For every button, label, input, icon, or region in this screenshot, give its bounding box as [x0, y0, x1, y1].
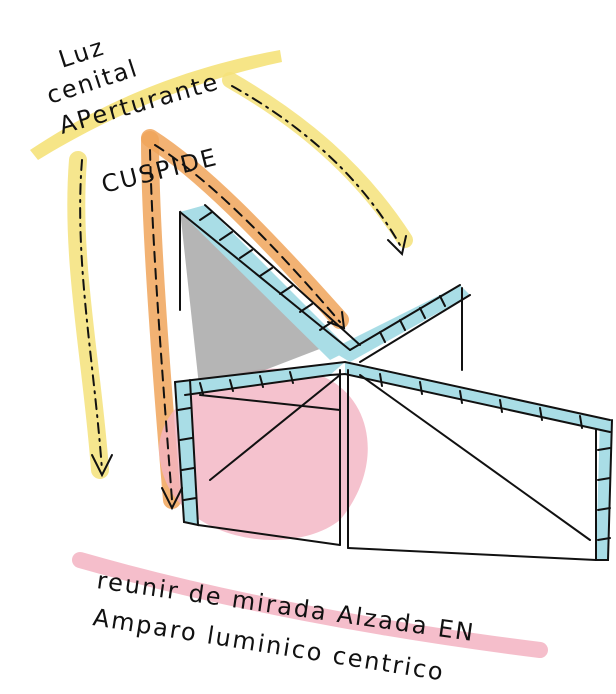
pink-text-highlight — [72, 552, 548, 658]
yellow-highlight-band — [30, 50, 282, 160]
yellow-arrow-left-band — [67, 151, 109, 479]
cyan-frame-corner — [596, 418, 612, 560]
cyan-frame-diagonal — [180, 205, 350, 360]
cyan-frame-left-post — [175, 380, 198, 525]
yellow-arrow-right-band — [222, 72, 413, 248]
structure-lines — [174, 204, 613, 561]
cyan-frame-right — [345, 362, 610, 432]
cyan-frame-upper-right — [330, 285, 470, 362]
light-ray-arrows — [79, 85, 407, 511]
pink-light-glow — [159, 368, 368, 540]
grey-shadow-plane — [180, 210, 330, 395]
